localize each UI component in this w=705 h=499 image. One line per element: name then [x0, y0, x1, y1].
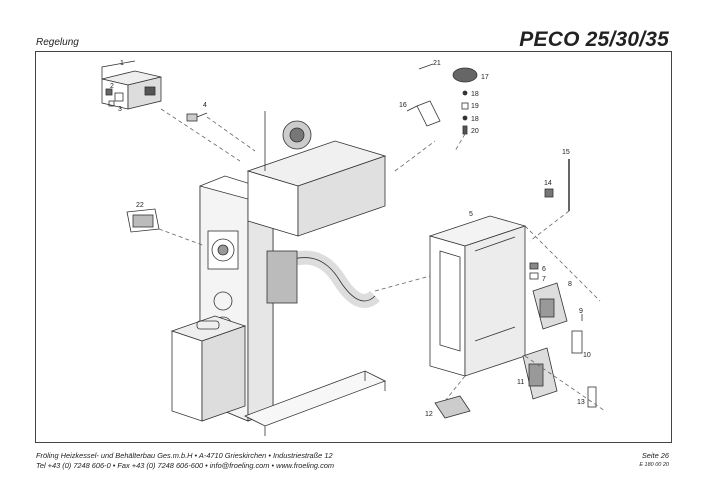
- callout-8: 8: [568, 281, 572, 288]
- footer-page-number: Seite 26: [641, 451, 669, 460]
- callout-20: 20: [471, 128, 479, 135]
- exploded-parts-diagram: 1 2 3 4 5 6 7 8 9 10 11 12 13 14 15 16 1…: [101, 60, 606, 436]
- footer-company: Fröling Heizkessel- und Behälterbau Ges.…: [36, 451, 333, 460]
- part-8-circuit-board: [532, 282, 568, 330]
- page-title: PECO 25/30/35: [519, 28, 669, 51]
- part-14-relay: [544, 188, 554, 198]
- part-18-19-20-fittings: [461, 90, 469, 135]
- callout-12: 12: [425, 411, 433, 418]
- base-frame: [244, 370, 386, 436]
- part-1-control-unit: [101, 60, 162, 110]
- part-17-pressure-switch: [452, 67, 478, 83]
- callout-18a: 18: [471, 91, 479, 98]
- callout-1: 1: [120, 60, 124, 67]
- callout-17: 17: [481, 74, 489, 81]
- flue-duct: [266, 250, 380, 308]
- callout-2: 2: [110, 83, 114, 90]
- callout-22: 22: [136, 202, 144, 209]
- callout-7: 7: [542, 276, 546, 283]
- footer-doc-code: E 180 00 20: [639, 462, 669, 468]
- callout-19: 19: [471, 103, 479, 110]
- callout-6: 6: [542, 266, 546, 273]
- callout-5: 5: [469, 211, 473, 218]
- leader-lines: [158, 108, 606, 412]
- callout-9: 9: [579, 308, 583, 315]
- part-2-3-connectors: [105, 88, 124, 107]
- part-13-cover: [587, 386, 597, 408]
- callout-21: 21: [433, 60, 441, 67]
- callout-11: 11: [517, 379, 524, 386]
- footer-contact: Tel +43 (0) 7248 606-0 • Fax +43 (0) 724…: [36, 461, 335, 470]
- part-5-housing: [428, 215, 527, 377]
- part-12-terminal: [434, 395, 471, 419]
- section-label: Regelung: [36, 37, 79, 48]
- callout-15: 15: [562, 149, 570, 156]
- callout-13: 13: [577, 399, 585, 406]
- part-11-circuit-board: [522, 347, 558, 400]
- drawing-frame: [35, 51, 672, 443]
- callout-16: 16: [399, 102, 407, 109]
- callout-14: 14: [544, 180, 552, 187]
- part-6-7-relays: [529, 262, 539, 280]
- part-4-sensor: [186, 112, 208, 122]
- part-22-display: [126, 208, 160, 233]
- part-21-screw: [418, 63, 434, 70]
- part-16-bracket: [406, 100, 441, 127]
- callout-4: 4: [203, 102, 207, 109]
- callout-labels: 1 2 3 4 5 6 7 8 9 10 11 12 13 14 15 16 1…: [110, 60, 591, 418]
- callout-3: 3: [118, 106, 122, 113]
- callout-18b: 18: [471, 116, 479, 123]
- ash-box: [170, 315, 247, 422]
- hopper: [246, 111, 387, 237]
- part-10-cover: [571, 330, 583, 354]
- callout-10: 10: [583, 352, 591, 359]
